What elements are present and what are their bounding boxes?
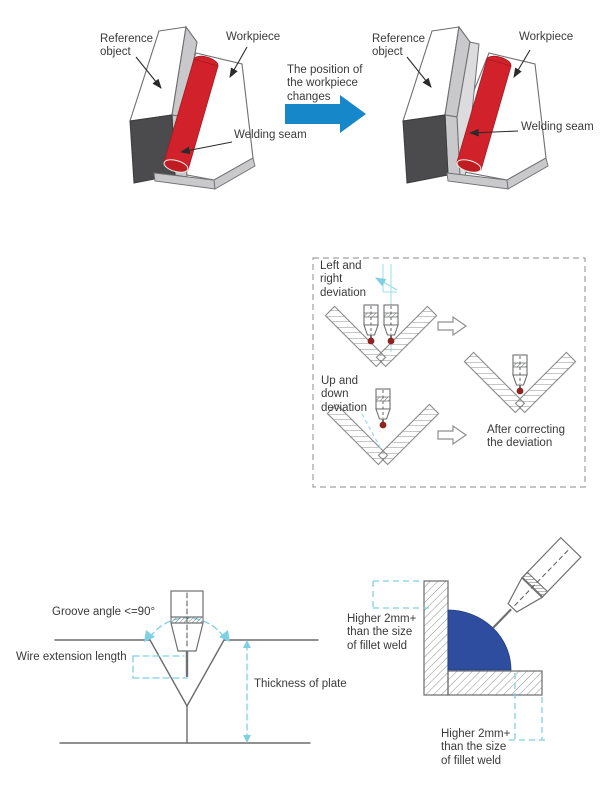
label-wire-extension: Wire extension length bbox=[16, 651, 127, 663]
leader-welding-seam bbox=[468, 128, 519, 137]
label-fillet-clearance-bottom: Higher 2mm+ than the size of fillet weld bbox=[441, 728, 511, 767]
arrow-after-ud bbox=[437, 425, 467, 445]
wire-extension-bracket bbox=[132, 655, 188, 679]
welding-seam-cylinder bbox=[446, 55, 549, 190]
arrow-after-lr bbox=[437, 316, 467, 336]
position-change-arrow bbox=[285, 95, 366, 133]
label-workpiece-left: Workpiece bbox=[226, 31, 281, 43]
deviation-panel bbox=[312, 257, 586, 488]
leader-welding-seam bbox=[179, 141, 233, 155]
fillet-weld bbox=[447, 609, 512, 671]
clearance-top-dimension bbox=[372, 580, 430, 609]
leader-workpiece bbox=[513, 49, 531, 78]
horizontal-plate bbox=[447, 670, 543, 696]
leader-reference-object bbox=[135, 56, 162, 89]
corrected-figure bbox=[463, 351, 577, 414]
label-up-down-deviation: Up and down deviation bbox=[321, 375, 368, 414]
label-after-correcting: After correcting the deviation bbox=[487, 424, 565, 450]
label-groove-angle: Groove angle <=90° bbox=[52, 606, 156, 618]
leader-workpiece bbox=[229, 46, 248, 78]
label-left-right-deviation: Left and right deviation bbox=[320, 260, 367, 299]
label-position-change: The position of the workpiece changes bbox=[287, 64, 363, 103]
groove-figure bbox=[54, 590, 319, 744]
deviation-panel-border bbox=[312, 257, 586, 488]
welding-seam-cylinder bbox=[163, 55, 219, 173]
label-reference-object-left: Reference object bbox=[100, 33, 154, 59]
label-workpiece-right: Workpiece bbox=[519, 31, 574, 43]
vertical-plate bbox=[423, 580, 449, 696]
figure-workpiece-after bbox=[402, 25, 549, 190]
leader-reference-object bbox=[406, 56, 432, 88]
label-welding-seam-right: Welding seam bbox=[521, 121, 594, 133]
torch-groove bbox=[170, 590, 204, 678]
label-welding-seam-left: Welding seam bbox=[234, 129, 307, 141]
label-thickness-of-plate: Thickness of plate bbox=[254, 678, 347, 690]
fillet-figure bbox=[372, 536, 582, 741]
clearance-bottom-dimension bbox=[509, 673, 549, 741]
figure-workpiece-before bbox=[129, 25, 256, 190]
label-reference-object-right: Reference object bbox=[372, 33, 426, 59]
label-fillet-clearance-top: Higher 2mm+ than the size of fillet weld bbox=[347, 613, 417, 652]
thickness-dimension bbox=[243, 640, 251, 743]
reference-plate bbox=[129, 25, 198, 184]
reference-plate bbox=[402, 25, 480, 184]
workpiece-front-edge bbox=[153, 157, 256, 190]
left-right-deviation-figure bbox=[324, 264, 438, 368]
torch-fillet bbox=[492, 536, 582, 629]
